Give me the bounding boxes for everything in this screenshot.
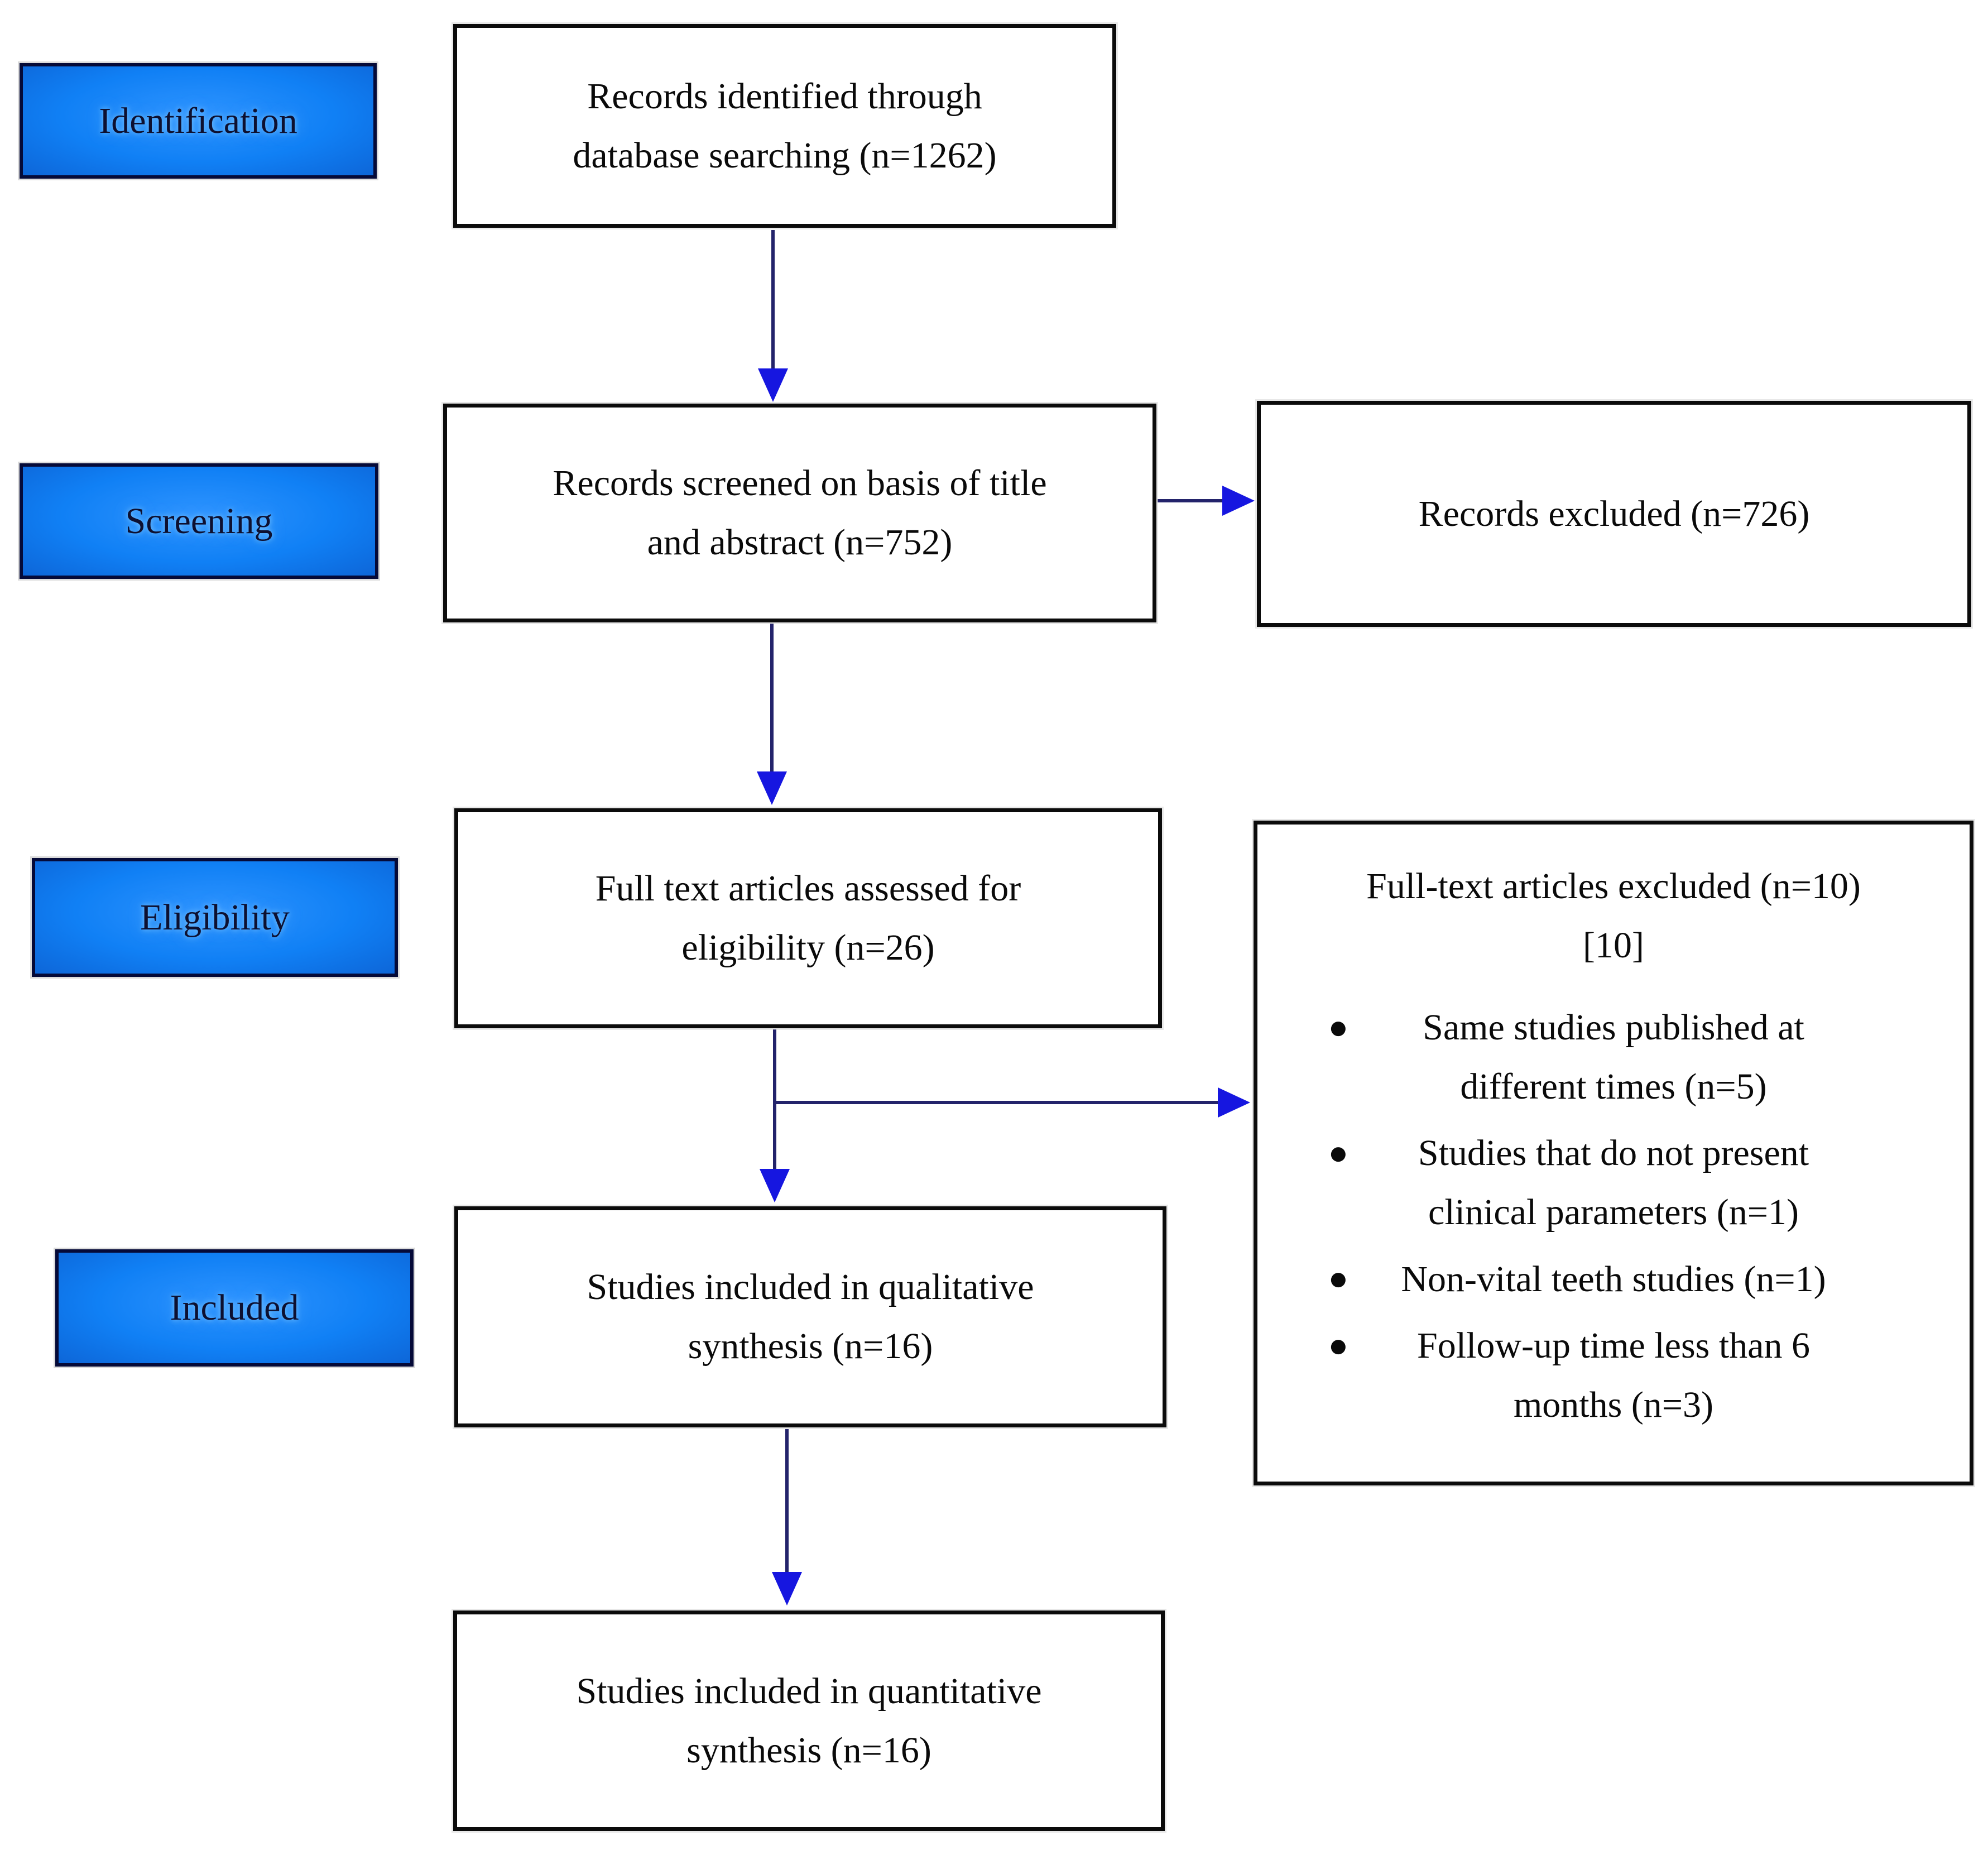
arrow-identified-to-screened xyxy=(758,230,788,402)
bullet-icon: ● xyxy=(1330,1142,1347,1165)
qualitative-synthesis-text: synthesis (n=16) xyxy=(688,1326,933,1367)
bullet-icon: ● xyxy=(1330,1334,1347,1357)
stage-identification-label: Identification xyxy=(99,100,297,141)
exclusion-reason-text: clinical parameters (n=1) xyxy=(1428,1191,1799,1233)
fulltext-assessed-text: Full text articles assessed for xyxy=(595,868,1021,909)
records-screened-text: and abstract (n=752) xyxy=(647,522,953,563)
exclusion-reason-text: Non-vital teeth studies (n=1) xyxy=(1401,1258,1826,1300)
stage-eligibility-label: Eligibility xyxy=(140,897,290,938)
stage-identification: Identification xyxy=(20,63,377,179)
stage-included-label: Included xyxy=(170,1287,299,1328)
exclusion-reason-text: months (n=3) xyxy=(1513,1384,1714,1425)
exclusion-reason-text: Follow-up time less than 6 xyxy=(1417,1325,1810,1367)
flow-box-qualitative-synthesis: Studies included in qualitative synthesi… xyxy=(454,1206,1166,1427)
exclusion-reason-followup-time: ● Follow-up time less than 6 months (n=3… xyxy=(1257,1316,1970,1434)
arrow-qualitative-to-quantitative xyxy=(772,1429,802,1605)
exclusion-reason-text: Same studies published at xyxy=(1423,1007,1804,1048)
side-box-records-excluded: Records excluded (n=726) xyxy=(1257,401,1971,627)
exclusion-reason-nonvital-teeth: ● Non-vital teeth studies (n=1) xyxy=(1257,1250,1970,1309)
exclusion-reason-text: Studies that do not present xyxy=(1418,1133,1809,1174)
stage-screening: Screening xyxy=(20,463,378,579)
arrow-assessed-to-qualitative xyxy=(760,1029,790,1202)
records-screened-text: Records screened on basis of title xyxy=(553,463,1047,504)
exclusion-reason-same-studies: ● Same studies published at different ti… xyxy=(1257,998,1970,1116)
quantitative-synthesis-text: synthesis (n=16) xyxy=(686,1729,931,1771)
fulltext-excluded-title: Full-text articles excluded (n=10) xyxy=(1366,866,1861,907)
arrow-assessed-to-fulltext-excluded xyxy=(775,1087,1250,1118)
side-box-fulltext-excluded: Full-text articles excluded (n=10) [10] … xyxy=(1254,821,1973,1485)
stage-included: Included xyxy=(55,1249,414,1367)
quantitative-synthesis-text: Studies included in quantitative xyxy=(576,1670,1042,1712)
stage-screening-label: Screening xyxy=(125,500,273,541)
exclusion-reason-list: ● Same studies published at different ti… xyxy=(1257,998,1970,1442)
stage-eligibility: Eligibility xyxy=(32,858,398,977)
arrow-screened-to-assessed xyxy=(757,624,787,805)
exclusion-reason-no-clinical-parameters: ● Studies that do not present clinical p… xyxy=(1257,1124,1970,1242)
arrow-screened-to-records-excluded xyxy=(1158,486,1255,516)
records-identified-text: Records identified through xyxy=(587,75,982,117)
bullet-icon: ● xyxy=(1330,1268,1347,1291)
exclusion-reason-text: different times (n=5) xyxy=(1460,1066,1767,1107)
qualitative-synthesis-text: Studies included in qualitative xyxy=(587,1267,1034,1308)
flow-box-records-screened: Records screened on basis of title and a… xyxy=(443,404,1156,622)
records-identified-text: database searching (n=1262) xyxy=(573,135,997,176)
flow-box-quantitative-synthesis: Studies included in quantitative synthes… xyxy=(453,1610,1165,1831)
fulltext-excluded-citation: [10] xyxy=(1583,924,1644,966)
flow-box-records-identified: Records identified through database sear… xyxy=(453,24,1116,228)
flow-box-fulltext-assessed: Full text articles assessed for eligibil… xyxy=(454,808,1162,1028)
bullet-icon: ● xyxy=(1330,1016,1347,1039)
records-excluded-text: Records excluded (n=726) xyxy=(1418,493,1810,534)
fulltext-assessed-text: eligibility (n=26) xyxy=(681,927,935,968)
